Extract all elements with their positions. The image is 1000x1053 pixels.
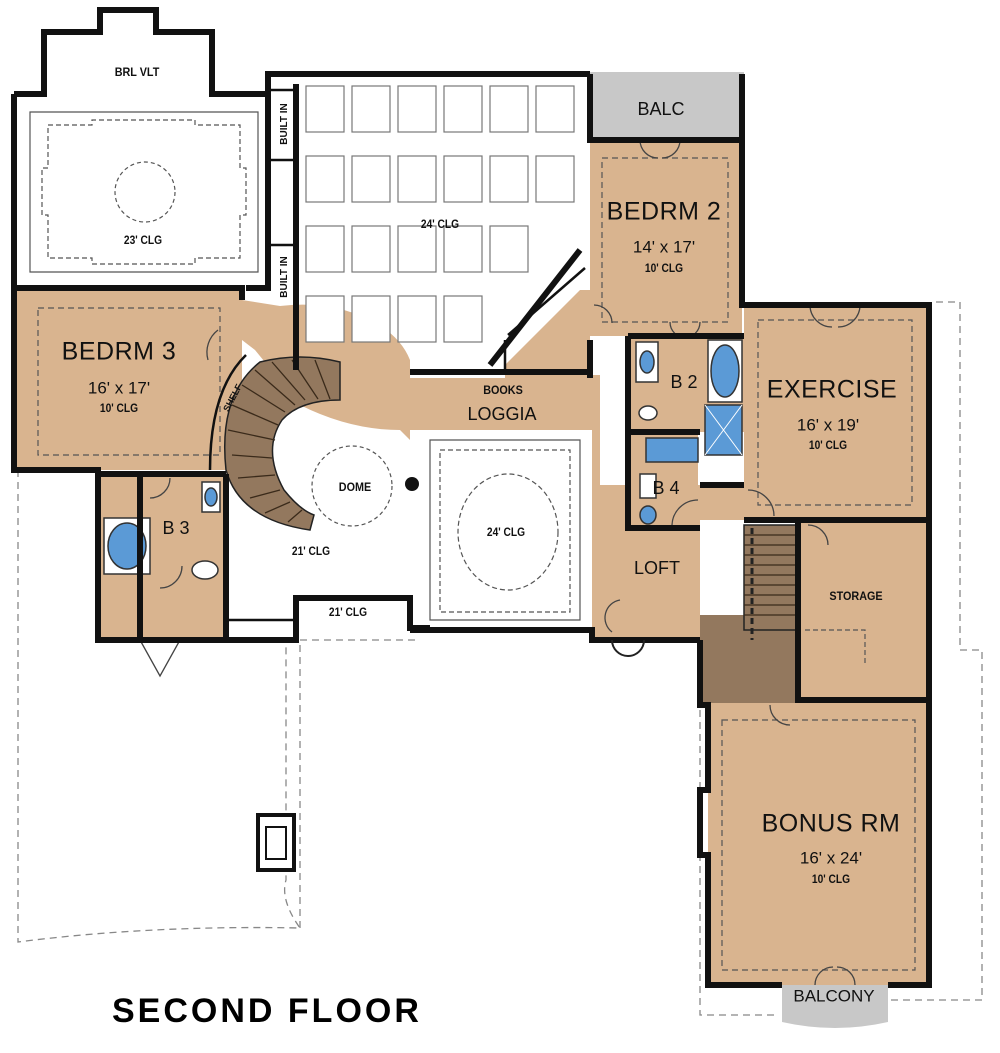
spiral-stair bbox=[223, 356, 341, 531]
bath-4-label: B 4 bbox=[652, 478, 680, 498]
bedroom-3-name: BEDRM 3 bbox=[61, 337, 177, 366]
dome-label: DOME bbox=[338, 480, 372, 494]
built-in-bottom-label: BUILT IN bbox=[279, 256, 290, 298]
hall-fill bbox=[242, 300, 748, 640]
bedroom-2-name: BEDRM 2 bbox=[606, 197, 722, 226]
porch-ceiling-label: 21' CLG bbox=[328, 605, 368, 619]
bedroom-2-fill bbox=[590, 140, 742, 336]
balcony-label: BALCONY bbox=[793, 986, 875, 1006]
lower-level-outline bbox=[17, 301, 983, 1016]
loggia-label: LOGGIA bbox=[467, 404, 537, 424]
bath-2-label: B 2 bbox=[670, 372, 698, 392]
bedroom-3-size: 16' x 17' bbox=[87, 378, 151, 398]
loft-label: LOFT bbox=[633, 558, 681, 578]
straight-stair bbox=[743, 524, 797, 640]
bedroom-2-size: 14' x 17' bbox=[632, 237, 696, 257]
bedroom-2-hall-fill bbox=[505, 290, 590, 378]
room-fills bbox=[14, 72, 929, 1028]
exercise-fill bbox=[744, 305, 929, 520]
exercise-size: 16' x 19' bbox=[796, 415, 860, 435]
storage-fill bbox=[798, 520, 929, 700]
master-ceiling-label: 23' CLG bbox=[123, 233, 163, 247]
coffered-ceiling-grid bbox=[305, 85, 575, 343]
ceiling-details bbox=[29, 111, 916, 971]
wall-thin-lines bbox=[208, 88, 586, 622]
dining-ceiling-label: 24' CLG bbox=[486, 525, 526, 539]
great-room-ceiling-label: 24' CLG bbox=[420, 217, 460, 231]
bonus-room-fill bbox=[708, 703, 929, 985]
built-in-top-label: BUILT IN bbox=[279, 103, 290, 145]
foyer-ceiling-label: 21' CLG bbox=[291, 544, 331, 558]
balc-fill bbox=[588, 72, 744, 140]
chimney-inner bbox=[265, 826, 287, 860]
column-post bbox=[405, 477, 419, 491]
bay-window bbox=[611, 639, 645, 657]
bonus-room-ceiling: 10' CLG bbox=[811, 872, 851, 886]
brl-vlt-label: BRL VLT bbox=[114, 65, 160, 79]
bonus-room-size: 16' x 24' bbox=[799, 848, 863, 868]
bedroom-3-fill bbox=[14, 290, 242, 470]
balcony-fill bbox=[782, 985, 888, 1028]
bath-3-label: B 3 bbox=[162, 518, 190, 538]
floor-title: SECOND FLOOR bbox=[112, 992, 422, 1030]
storage-label: STORAGE bbox=[829, 589, 883, 603]
bedroom-2-ceiling: 10' CLG bbox=[644, 261, 684, 275]
bedroom-3-ceiling: 10' CLG bbox=[99, 401, 139, 415]
books-label: BOOKS bbox=[483, 383, 523, 397]
exercise-ceiling: 10' CLG bbox=[808, 438, 848, 452]
balc-label: BALC bbox=[637, 99, 685, 119]
bonus-room-name: BONUS RM bbox=[761, 809, 901, 838]
exercise-name: EXERCISE bbox=[766, 375, 898, 404]
